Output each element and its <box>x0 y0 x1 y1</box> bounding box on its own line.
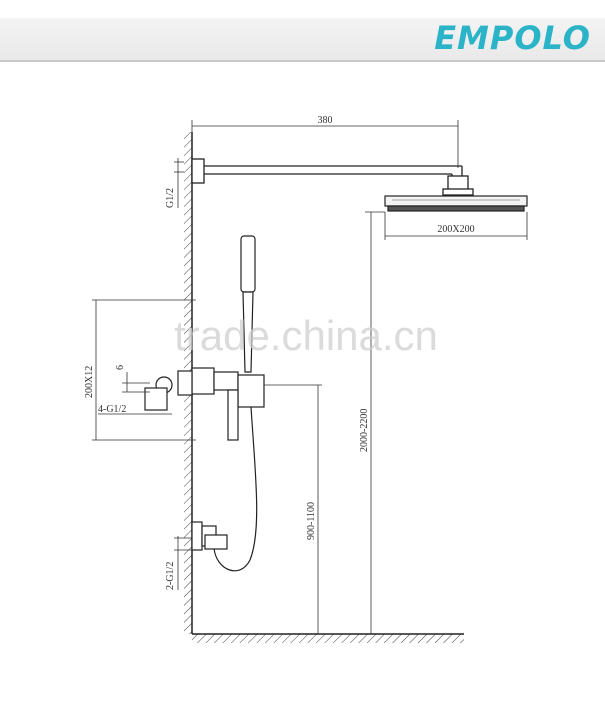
head-size-label: 200X200 <box>437 224 474 235</box>
inlets-label: 4-G1/2 <box>98 404 126 415</box>
plate-size-dimension <box>92 299 196 441</box>
offset-label: 6 <box>115 365 126 370</box>
top-inlet-label: G1/2 <box>165 188 176 208</box>
wall-outlet-elbow <box>191 521 228 551</box>
head-height-dimension <box>365 211 385 634</box>
overhead-shower-head <box>384 195 528 212</box>
watermark: trade.china.cn <box>174 312 438 359</box>
valve-height-label: 900-1100 <box>306 502 317 540</box>
arm-length-label: 380 <box>318 115 333 126</box>
brand-logo: EMPOLO <box>434 19 591 57</box>
shower-arm <box>191 158 474 196</box>
mixer-valve <box>144 367 265 441</box>
shower-hose <box>213 406 258 572</box>
offset-dimension <box>122 372 150 393</box>
plate-size-label: 200X12 <box>84 366 95 398</box>
top-inlet-dimension <box>174 158 184 208</box>
lower-inlet-dimension <box>174 536 192 590</box>
lower-inlet-label: 2-G1/2 <box>165 562 176 590</box>
floor <box>192 633 464 643</box>
head-height-label: 2000-2200 <box>359 409 370 452</box>
header-band <box>0 18 605 62</box>
valve-height-dimension <box>264 384 322 634</box>
arm-length-dimension <box>191 120 459 168</box>
hand-shower <box>240 235 256 373</box>
head-size-dimension <box>384 212 528 240</box>
